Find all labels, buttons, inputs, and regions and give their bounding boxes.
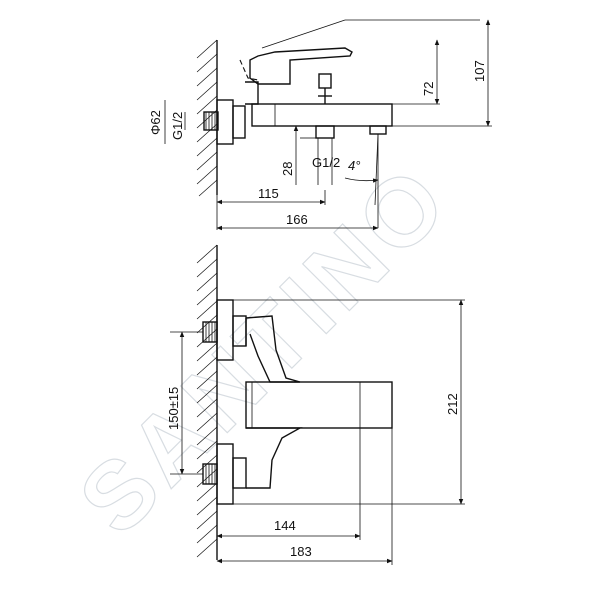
escutcheon xyxy=(216,99,234,145)
lever-handle xyxy=(249,47,353,85)
dim-spout-depth: 28 xyxy=(280,162,295,176)
diverter-knob xyxy=(318,73,332,89)
wall-thread-side xyxy=(203,111,219,131)
dim-connection-spacing: 150±15 xyxy=(166,387,181,430)
spout-body xyxy=(251,103,393,127)
lower-nut xyxy=(232,457,247,489)
wall-hatch-front xyxy=(196,244,218,558)
dim-height-212: 212 xyxy=(445,393,460,415)
dim-thread-left: G1/2 xyxy=(170,112,185,140)
connection-nut xyxy=(232,105,246,139)
dim-angle: 4° xyxy=(348,158,360,173)
lower-body xyxy=(246,427,303,489)
wall-hatch-side xyxy=(196,39,218,197)
front-view: 150±15 212 144 183 xyxy=(166,244,465,565)
lever-open-line xyxy=(261,19,346,49)
spout-outlet xyxy=(369,125,387,135)
side-view: Φ62 G1/2 107 72 28 G1/2 4° 115 166 xyxy=(148,19,492,231)
dim-height-total: 107 xyxy=(472,60,487,82)
spout-body-front xyxy=(245,381,393,429)
dim-thread-bottom: G1/2 xyxy=(312,155,340,170)
lever-alt-position xyxy=(239,59,259,81)
dim-diameter: Φ62 xyxy=(148,110,163,135)
dim-width-144: 144 xyxy=(274,518,296,533)
dim-depth-166: 166 xyxy=(286,212,308,227)
lever-profile xyxy=(245,315,301,383)
dim-width-183: 183 xyxy=(290,544,312,559)
watermark: SANTINO xyxy=(59,144,470,555)
body-neck xyxy=(245,81,259,105)
dim-height-upper: 72 xyxy=(421,82,436,96)
dim-depth-115: 115 xyxy=(258,186,279,201)
shower-outlet xyxy=(315,125,335,139)
